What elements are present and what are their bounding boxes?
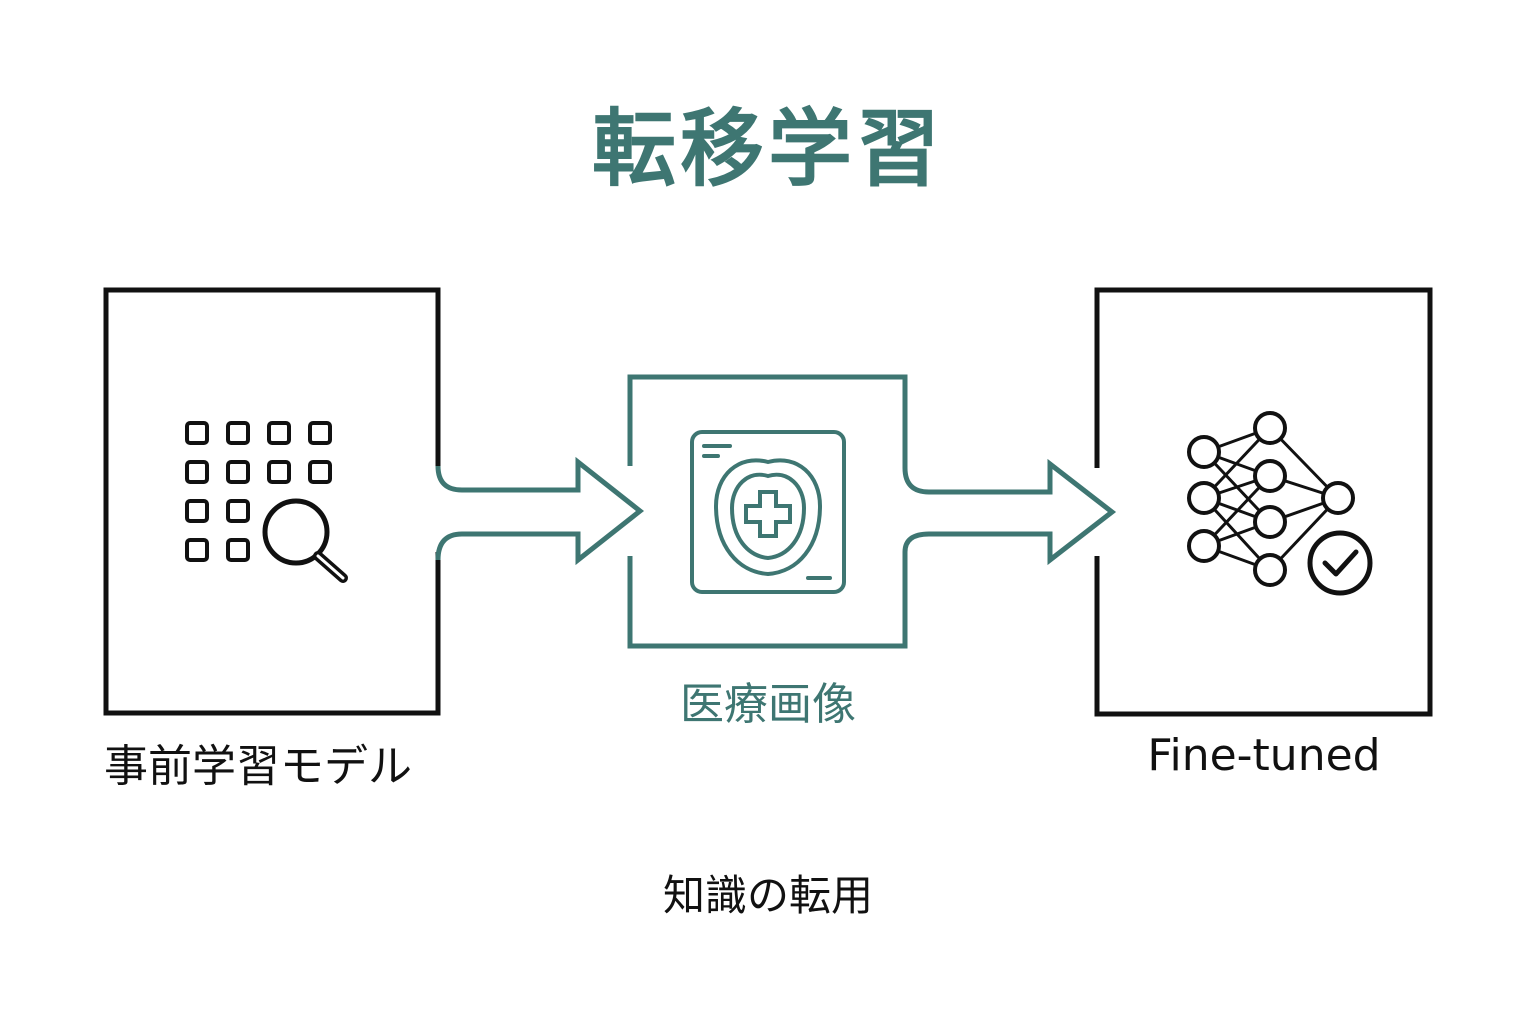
pretrained-model-label: 事前学習モデル [104, 741, 412, 792]
medical-image-box [627, 374, 908, 649]
finetuned-label: Fine-tuned [1147, 730, 1381, 781]
medical-image-label: 医療画像 [680, 679, 856, 730]
pretrained-model-box [103, 287, 441, 716]
neural-network-check-icon [1187, 411, 1373, 596]
knowledge-transfer-caption: 知識の転用 [662, 871, 873, 920]
brain-scan-medical-icon [690, 430, 846, 594]
arrow-pretrained-to-medical [435, 456, 645, 566]
diagram-title: 転移学習 [591, 100, 944, 198]
arrow-medical-to-finetuned [902, 458, 1117, 566]
data-grid-search-icon [185, 421, 348, 583]
finetuned-model-box [1094, 287, 1433, 717]
